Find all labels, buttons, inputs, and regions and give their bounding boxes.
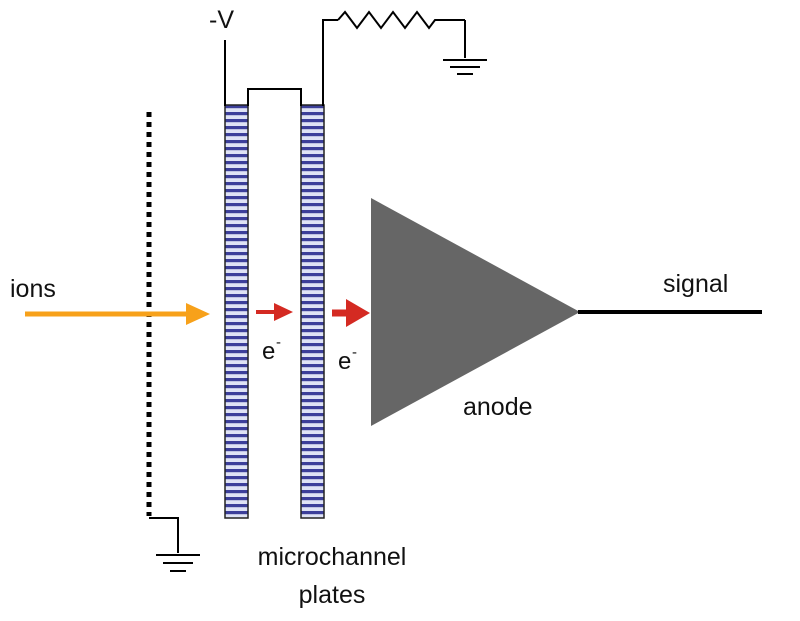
- ground-icon: [443, 59, 487, 75]
- voltage-label: -V: [209, 6, 234, 34]
- grid-ground-wire: [149, 517, 179, 553]
- anode-triangle: [371, 198, 580, 426]
- signal-label: signal: [663, 270, 728, 298]
- ground-icon: [156, 554, 200, 572]
- electron-label-1: e: [262, 338, 275, 365]
- electron-label-2: e: [338, 348, 351, 375]
- electron-arrow-2: [332, 299, 370, 327]
- resistor-lead-wire: [322, 19, 338, 106]
- microchannel-plate-1: [224, 104, 249, 519]
- plates-label-line2: plates: [299, 581, 366, 609]
- plates-label-line1: microchannel: [258, 543, 407, 571]
- ion-arrow: [25, 303, 210, 325]
- ions-label: ions: [10, 275, 56, 303]
- resistor-icon: [337, 10, 465, 30]
- anode-label: anode: [463, 393, 533, 421]
- electron-arrow-1: [256, 303, 293, 321]
- microchannel-plate-2: [300, 104, 325, 519]
- electron-charge-1: -: [276, 334, 281, 351]
- electron-charge-2: -: [352, 344, 357, 361]
- plate-connector-wire: [247, 88, 302, 106]
